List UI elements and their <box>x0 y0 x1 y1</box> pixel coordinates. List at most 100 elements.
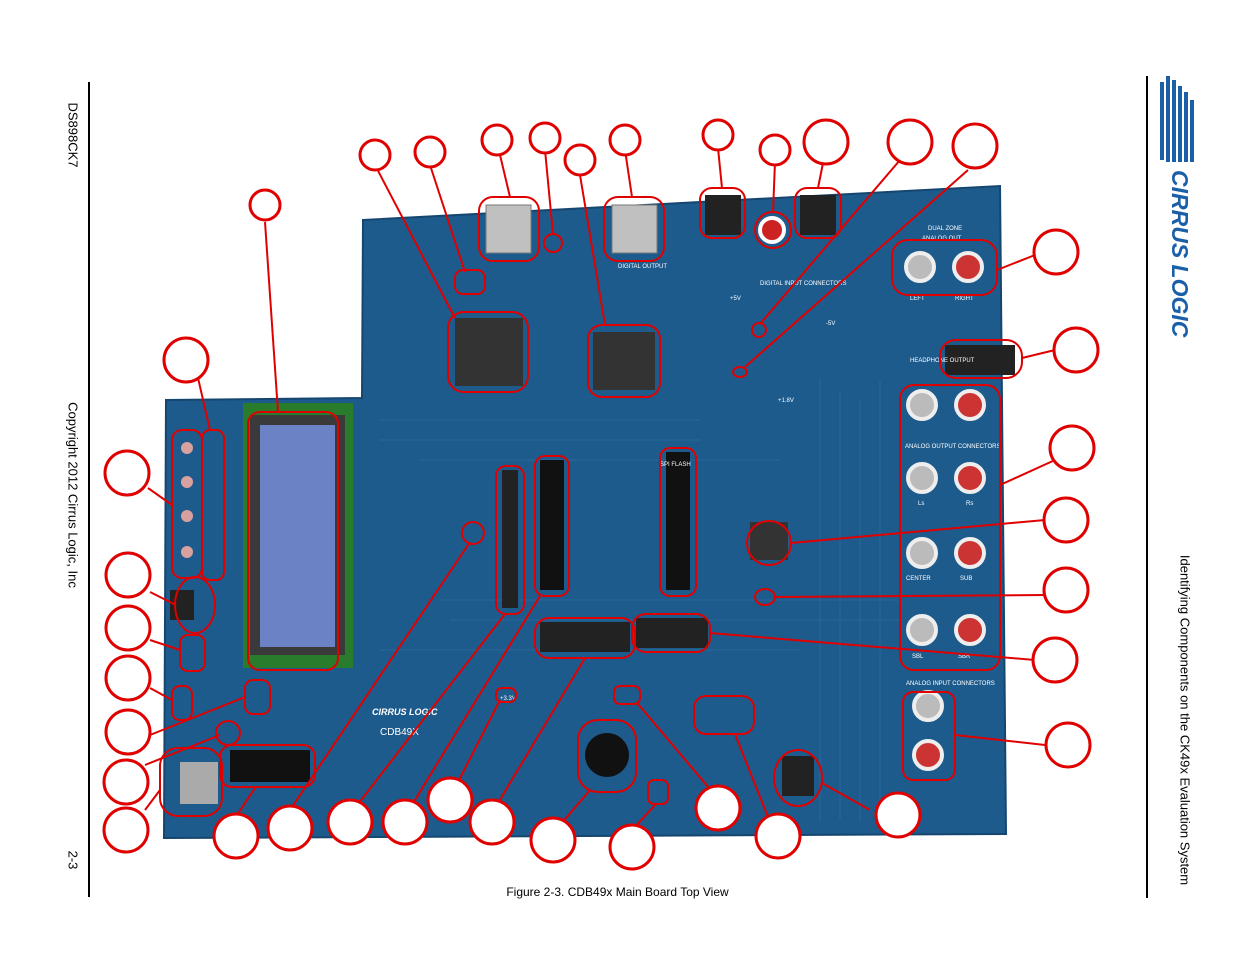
callout-5 <box>104 604 152 652</box>
hdmi-connector-2 <box>611 204 658 254</box>
callout-16 <box>529 816 577 864</box>
label-model: CDB49X <box>380 727 419 738</box>
highlight-header-v1 <box>495 465 525 615</box>
callout-32 <box>701 118 735 152</box>
label-sbl: SBL <box>912 654 924 660</box>
callout-36 <box>480 123 514 157</box>
callout-22 <box>1031 636 1079 684</box>
highlight-headphone-jack2 <box>773 749 823 807</box>
highlight-btn-2 <box>171 685 193 721</box>
usb-connector <box>180 762 218 804</box>
highlight-tp-box <box>454 269 486 295</box>
callout-1 <box>248 188 282 222</box>
codec-chip <box>750 522 788 560</box>
label-left: LEFT <box>910 296 925 302</box>
label-plus-5v: +5V <box>730 296 741 302</box>
highlight-small-3 <box>613 685 641 705</box>
label-analog-output-connectors: ANALOG OUTPUT CONNECTORS <box>905 444 1000 450</box>
callout-21 <box>1044 721 1092 769</box>
highlight-dsp2 <box>587 324 661 398</box>
label-headphone-output: HEADPHONE OUTPUT <box>910 358 975 364</box>
callout-2 <box>162 336 210 384</box>
label-minus-5v: -5V <box>826 321 835 327</box>
callout-26 <box>1052 326 1100 374</box>
power-jack <box>585 733 629 777</box>
callout-33 <box>608 123 642 157</box>
callout-35 <box>528 121 562 155</box>
callout-20 <box>874 791 922 839</box>
callout-23 <box>1042 566 1090 614</box>
header-socket-1 <box>540 460 564 590</box>
callout-7 <box>104 708 152 756</box>
optical-connector-2 <box>800 195 836 235</box>
label-plus-3-3v: +3.3V <box>500 696 516 702</box>
highlight-test-pts <box>693 695 755 735</box>
lcd-display <box>243 403 353 668</box>
callout-3 <box>103 449 151 497</box>
callout-37 <box>413 135 447 169</box>
highlight-hdmi2 <box>603 196 665 262</box>
label-center: CENTER <box>906 576 931 582</box>
callout-4 <box>104 551 152 599</box>
callout-13 <box>381 798 429 846</box>
callout-28 <box>951 122 999 170</box>
label-sbr: SBR <box>958 654 971 660</box>
callout-6 <box>104 654 152 702</box>
highlight-opt1 <box>699 187 746 239</box>
callout-19 <box>754 812 802 860</box>
callout-30 <box>802 118 850 166</box>
callout-12 <box>326 798 374 846</box>
label-digital-input-connectors: DIGITAL INPUT CONNECTORS <box>760 281 846 287</box>
label-right: RIGHT <box>955 296 974 302</box>
right-margin-rule <box>1146 76 1148 898</box>
left-margin-rule <box>88 82 90 897</box>
callout-18 <box>694 784 742 832</box>
coax-rca-input <box>758 216 786 244</box>
optical-connector-1 <box>705 195 741 235</box>
rotary-switch <box>170 590 194 620</box>
highlight-headphone <box>939 339 1023 379</box>
push-buttons <box>181 442 193 558</box>
rca-jacks <box>904 251 986 771</box>
highlight-leds <box>201 429 225 581</box>
highlight-led-2 <box>732 366 748 378</box>
highlight-led-3v3 <box>495 687 517 703</box>
highlight-analog-out <box>899 384 1001 671</box>
label-dual-zone: DUAL ZONE <box>928 226 962 232</box>
figure-caption: Figure 2-3. CDB49x Main Board Top View <box>506 885 729 899</box>
callout-31 <box>758 133 792 167</box>
pcb-board <box>162 184 1008 840</box>
highlight-jtag <box>219 744 316 788</box>
highlight-power-jack <box>577 719 637 793</box>
header-socket-2 <box>666 452 690 590</box>
callout-25 <box>1048 424 1096 472</box>
logo-text: CIRRUS LOGIC <box>1167 170 1193 338</box>
header-horizontal-2 <box>636 618 708 648</box>
callout-8 <box>102 758 150 806</box>
highlight-standoff <box>461 521 485 545</box>
callout-29 <box>886 118 934 166</box>
header-horizontal-1 <box>540 622 630 652</box>
label-brand: CIRRUS LOGIC <box>372 707 438 717</box>
label-sub: SUB <box>960 576 972 582</box>
label-ls: Ls <box>918 501 924 507</box>
highlight-dual-zone <box>891 239 998 296</box>
label-spi-flash: SPI FLASH <box>660 462 691 468</box>
callout-15 <box>468 798 516 846</box>
callout-9 <box>102 806 150 854</box>
callout-34 <box>563 143 597 177</box>
highlight-socket1 <box>534 455 570 597</box>
analog-in-jack <box>782 756 814 796</box>
dsp-chip-1 <box>455 318 523 386</box>
callout-14 <box>426 776 474 824</box>
highlight-lcd <box>247 411 339 671</box>
label-plus-1-8v: +1.8V <box>778 398 794 404</box>
callout-27 <box>1032 228 1080 276</box>
highlight-dsp1 <box>447 311 529 393</box>
hdmi-connector-1 <box>485 204 532 254</box>
highlight-reset-btn <box>179 634 206 672</box>
highlight-switch <box>647 779 669 805</box>
callout-17 <box>608 823 656 871</box>
highlight-socket2 <box>659 447 697 597</box>
